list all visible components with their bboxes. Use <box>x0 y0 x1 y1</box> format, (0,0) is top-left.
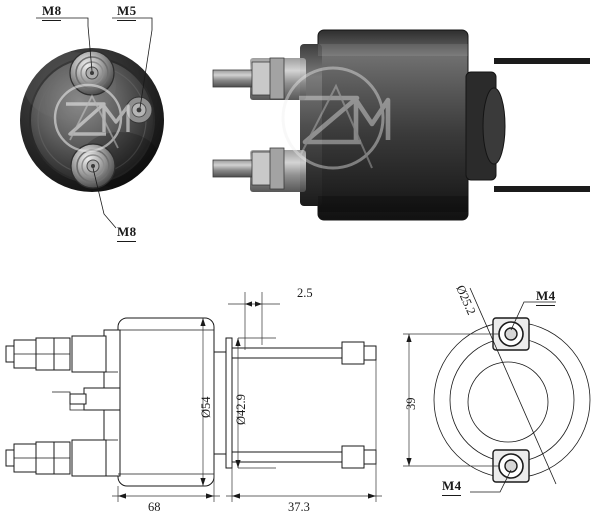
drawing-terminal-upper <box>5 337 71 371</box>
flange-end-drawing <box>403 287 591 493</box>
side-view-photo <box>212 29 590 221</box>
callout-m8-bottom: M8 <box>117 224 137 242</box>
side-terminal-upper <box>212 57 285 100</box>
dimension-thickness: 2.5 <box>297 286 313 300</box>
drawing-terminal-lower <box>5 441 71 475</box>
front-terminal-stud-m5 <box>125 96 153 124</box>
front-view-body <box>20 48 164 192</box>
dimension-body-outer-diameter: Ø54 <box>199 396 213 418</box>
dimension-mounting-hole-spacing: 39 <box>404 397 418 411</box>
mounting-boss-bottom <box>492 449 530 483</box>
callout-m4-bottom: M4 <box>442 478 462 496</box>
front-terminal-stud-upper <box>69 50 115 96</box>
zm-watermark-side <box>281 66 391 170</box>
callout-m4-top: M4 <box>536 288 556 306</box>
dimension-body-inner-diameter: Ø42.9 <box>234 394 248 425</box>
callout-m5: M5 <box>117 3 137 21</box>
front-view-callout-leaders <box>36 17 153 229</box>
side-terminal-lower <box>212 147 285 190</box>
drawing-mounting-studs <box>231 341 377 469</box>
dimension-stud-length: 37.3 <box>288 500 310 514</box>
dimension-body-length: 68 <box>148 500 161 514</box>
zm-watermark-front <box>53 83 130 153</box>
callout-m8-top: M8 <box>42 3 62 21</box>
side-section-drawing <box>5 292 382 502</box>
front-terminal-stud-lower <box>70 143 116 189</box>
